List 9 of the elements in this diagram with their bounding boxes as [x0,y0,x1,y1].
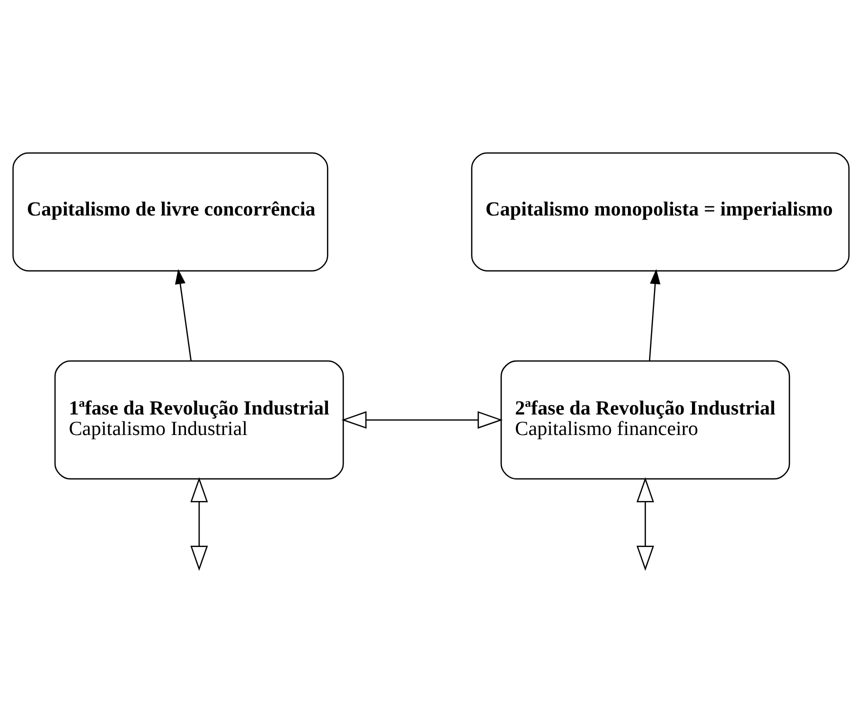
node-box: Capitalismo monopolista = imperialismo [471,152,850,271]
arrow [648,268,660,360]
node-box: 2ªfase da Revolução Industrial Capitalismo financeiro [500,360,790,479]
arrow [636,476,654,570]
node-box: Capitalismo de livre concorrência [12,152,328,271]
arrow [175,268,192,360]
arrow [341,410,503,428]
arrow [190,476,208,570]
node-box: 1ªfase da Revolução Industrial Capitalismo Industrial [54,360,344,479]
